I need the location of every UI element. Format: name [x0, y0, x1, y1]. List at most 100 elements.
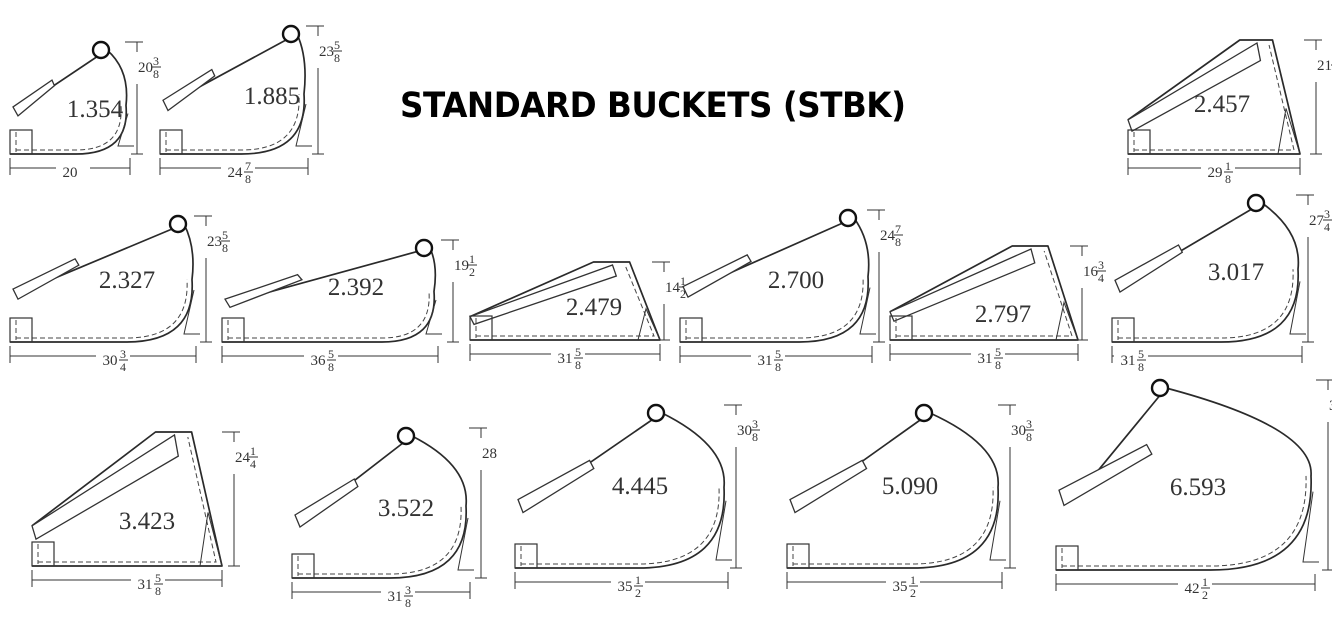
width-fraction-denominator: 8 — [1225, 172, 1231, 186]
height-label: 30 — [1011, 423, 1026, 439]
hinge-pin-icon — [1246, 193, 1266, 213]
width-fraction-numerator: 3 — [120, 347, 126, 361]
width-label: 24 — [228, 165, 244, 181]
gusset — [117, 113, 134, 147]
mount-plate — [1127, 129, 1151, 155]
width-label-bg — [131, 578, 165, 598]
height-fraction-numerator: 3 — [1324, 207, 1330, 221]
height-label-bg — [1312, 50, 1332, 82]
width-label-bg — [551, 352, 585, 372]
mount-plate — [1111, 317, 1135, 343]
width-label-bg — [971, 352, 1005, 372]
height-label-bg — [732, 415, 758, 447]
height-label-bg — [133, 52, 159, 84]
height-fraction-numerator: 1 — [469, 252, 475, 266]
mount-plate — [1055, 545, 1079, 571]
width-label: 31 — [1121, 353, 1136, 369]
bucket-b3: 2.45729182134 — [1127, 39, 1332, 186]
height-fraction-numerator: 7 — [895, 222, 901, 236]
height-label-bg — [660, 272, 686, 304]
side-plate — [31, 433, 180, 541]
mount-plate — [9, 129, 33, 155]
gusset — [637, 307, 661, 341]
width-label-bg — [751, 354, 785, 374]
width-label-bg — [1201, 166, 1235, 186]
capacity-label: 2.797 — [975, 301, 1031, 328]
bucket-shell — [1056, 387, 1312, 571]
height-label-bg — [875, 220, 901, 252]
side-plate — [789, 459, 868, 514]
side-plate — [12, 79, 56, 117]
capacity-label: 5.090 — [882, 473, 938, 500]
width-fraction-denominator: 8 — [1138, 360, 1144, 374]
width-fraction-denominator: 8 — [995, 358, 1001, 372]
height-fraction-numerator: 5 — [334, 38, 340, 52]
gusset — [1055, 300, 1079, 341]
height-fraction-denominator: 8 — [153, 67, 159, 81]
capacity-label: 2.479 — [566, 294, 622, 321]
side-plate — [1127, 41, 1262, 133]
height-label-bg — [1006, 415, 1032, 447]
height-label: 24 — [235, 450, 251, 466]
hinge-pin-icon — [414, 238, 434, 258]
bucket-liner — [476, 266, 655, 337]
capacity-label: 1.354 — [67, 96, 124, 123]
width-fraction-numerator: 1 — [1202, 575, 1208, 589]
height-fraction-denominator: 8 — [222, 241, 228, 255]
hinge-pin-icon — [91, 40, 111, 60]
hinge-pin-icon — [838, 208, 858, 228]
width-label-bg — [96, 354, 130, 374]
bucket-shell — [10, 223, 194, 343]
gusset — [715, 500, 732, 561]
mount-plate — [889, 315, 913, 341]
bucket-shell — [160, 33, 306, 155]
width-label: 30 — [103, 353, 118, 369]
gusset — [425, 299, 442, 335]
width-label-bg — [1114, 354, 1148, 374]
side-plate — [517, 459, 595, 514]
height-fraction-denominator: 2 — [469, 265, 475, 279]
capacity-label: 2.457 — [1194, 91, 1250, 118]
width-fraction-numerator: 5 — [995, 345, 1001, 359]
mount-plate — [159, 129, 183, 155]
mount-plate — [679, 317, 703, 343]
width-fraction-denominator: 4 — [120, 360, 126, 374]
width-label-bg — [381, 590, 415, 610]
bucket-b14: 6.59342123438 — [1055, 378, 1332, 602]
page-title: STANDARD BUCKETS (STBK) — [400, 86, 906, 126]
bucket-liner — [298, 505, 462, 575]
hinge-pin-icon — [914, 403, 934, 423]
bucket-shell — [515, 412, 725, 569]
height-fraction-denominator: 4 — [250, 457, 256, 471]
side-plate — [1114, 244, 1184, 293]
bucket-liner — [1118, 269, 1294, 339]
height-label-bg — [230, 442, 256, 474]
bucket-shell — [292, 435, 468, 579]
height-fraction-numerator: 5 — [222, 228, 228, 242]
width-fraction-numerator: 3 — [405, 583, 411, 597]
gusset — [183, 289, 200, 335]
height-label: 16 — [1083, 264, 1099, 280]
height-fraction-numerator: 3 — [752, 417, 758, 431]
height-label: 24 — [880, 228, 896, 244]
bucket-shell — [1112, 202, 1300, 343]
capacity-label: 2.392 — [328, 274, 384, 301]
hinge-pin-icon — [168, 214, 188, 234]
capacity-label: 2.700 — [768, 267, 824, 294]
side-plate — [224, 273, 304, 309]
width-fraction-numerator: 1 — [635, 573, 641, 587]
width-label: 31 — [388, 589, 403, 605]
gusset — [199, 512, 223, 567]
height-label: 23 — [207, 234, 222, 250]
height-label: 30 — [737, 423, 752, 439]
bucket-shell — [10, 49, 128, 155]
